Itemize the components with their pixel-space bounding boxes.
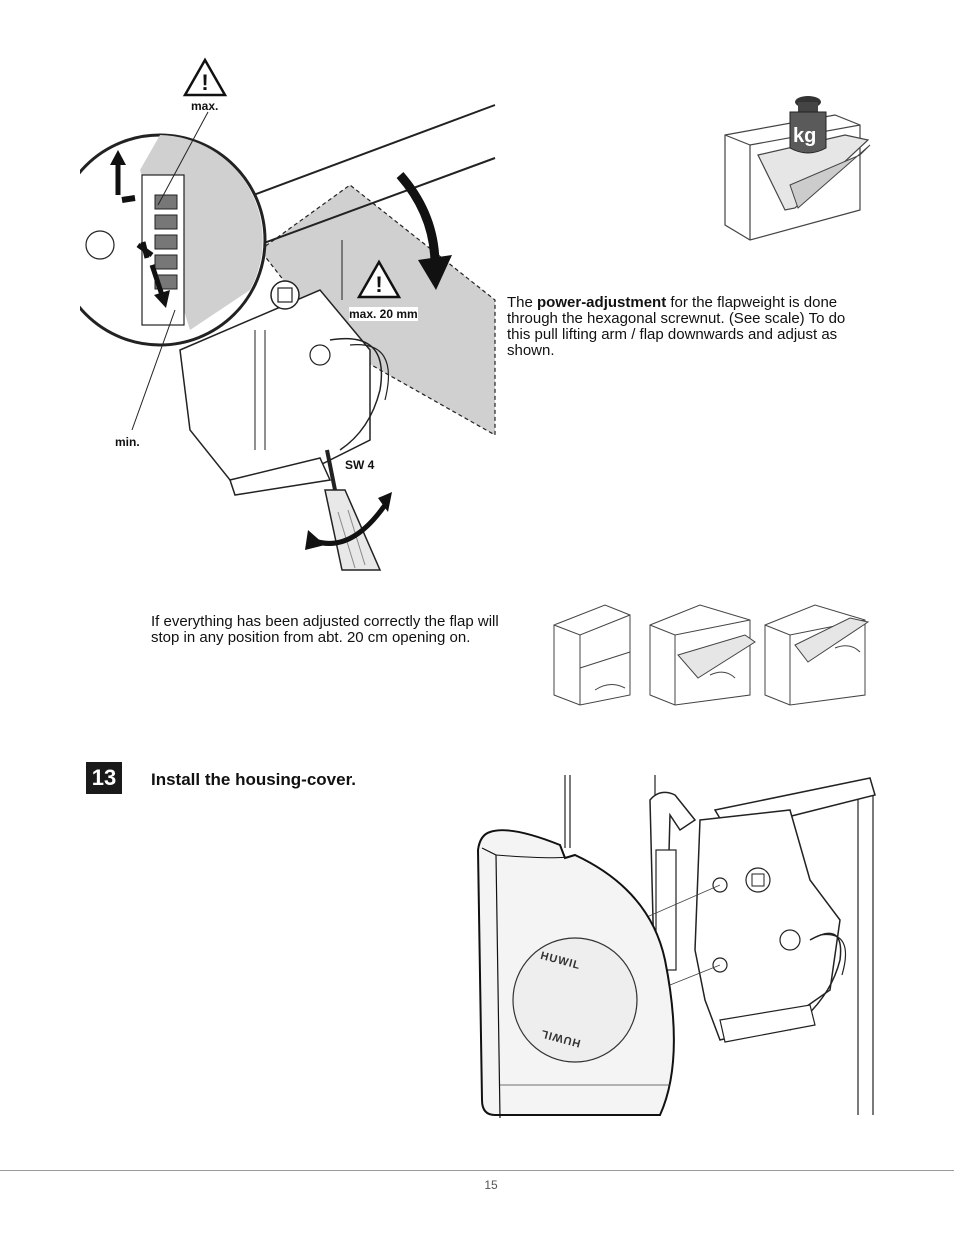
label-max-20mm: max. 20 mm — [349, 307, 418, 321]
cover-logo-disc — [512, 937, 638, 1063]
screwdriver-handle — [324, 489, 382, 571]
cabinet-weight-illustration — [724, 96, 871, 241]
weight-icon — [789, 111, 827, 154]
svg-text:!: ! — [375, 272, 382, 297]
flap-positions-illustration — [553, 604, 870, 706]
label-sw4: SW 4 — [345, 458, 375, 472]
footer-rule — [0, 1170, 954, 1171]
warning-icon-top — [182, 57, 228, 97]
step-title: Install the housing-cover. — [151, 770, 356, 789]
power-text-bold: power-adjustment — [537, 294, 667, 311]
cabinet-half-open — [649, 604, 756, 706]
plus-sign — [136, 241, 154, 259]
svg-text:!: ! — [201, 70, 208, 95]
cabinet-closed — [553, 604, 631, 706]
power-text-suffix: for the flapweight is done through the h… — [507, 294, 846, 359]
minus-sign — [121, 195, 136, 203]
weight-label: kg — [793, 125, 817, 147]
fitting-mechanism — [694, 809, 841, 1041]
mechanism-body — [179, 289, 371, 481]
stop-position-paragraph: If everything has been adjusted correctl… — [151, 613, 499, 646]
downward-arrowhead — [418, 255, 452, 290]
power-text-prefix: The — [507, 294, 538, 311]
housing-cover-illustration — [476, 775, 876, 1119]
cabinet-open — [764, 604, 870, 706]
warning-icon-mid — [356, 259, 402, 299]
hex-key — [325, 449, 337, 491]
downward-arrow — [396, 172, 440, 266]
decrease-arrow — [149, 264, 165, 296]
step-number-badge: 13 — [86, 762, 122, 794]
lifting-arm — [239, 104, 496, 251]
label-min: min. — [115, 435, 140, 449]
power-adjustment-paragraph: The power-adjustment for the flapweight … — [507, 295, 867, 359]
adjustment-illustration: ! ! — [80, 57, 496, 571]
label-max: max. — [191, 99, 219, 113]
page-number: 15 — [484, 1178, 498, 1192]
